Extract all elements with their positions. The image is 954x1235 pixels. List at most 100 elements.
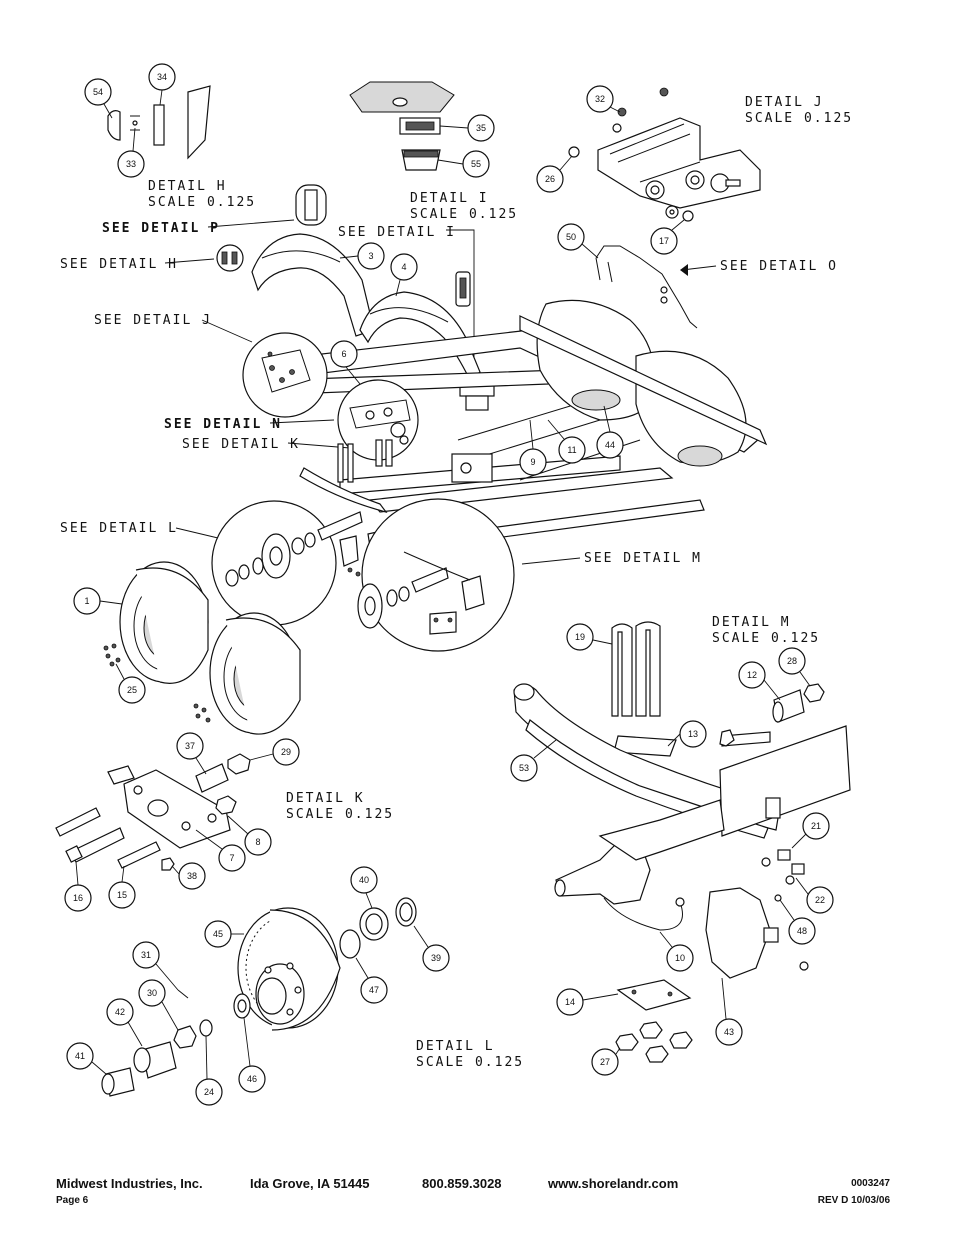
see-detail-m: SEE DETAIL M [584,551,702,566]
balloon-43: 43 [715,977,743,1046]
svg-text:17: 17 [659,236,669,246]
svg-text:45: 45 [213,929,223,939]
svg-text:35: 35 [476,123,486,133]
svg-text:14: 14 [565,997,575,1007]
company-phone: 800.859.3028 [422,1176,502,1191]
front-wheels [103,561,301,735]
page-footer: Midwest Industries, Inc. Ida Grove, IA 5… [56,1172,890,1208]
balloon-22: 22 [795,877,834,914]
balloon-12: 12 [738,661,781,701]
see-detail-callouts: SEE DETAIL P SEE DETAIL H SEE DETAIL I S… [60,184,838,566]
svg-text:41: 41 [75,1051,85,1061]
balloon-3: 3 [339,242,385,270]
detail-k: DETAIL K SCALE 0.125 [55,753,394,871]
company-website: www.shorelandr.com [548,1176,679,1191]
svg-text:21: 21 [811,821,821,831]
svg-text:38: 38 [187,871,197,881]
balloons: 54 34 33 35 55 32 26 17 50 3 4 6 9 11 44… [64,63,834,1106]
company-name: Midwest Industries, Inc. [56,1176,203,1191]
svg-text:55: 55 [471,159,481,169]
balloon-27: 27 [591,1047,621,1076]
detail-l-circle [211,500,389,626]
balloon-16: 16 [64,861,92,912]
svg-text:12: 12 [747,670,757,680]
part-bracket-plate [597,117,761,209]
balloon-46: 46 [238,1017,266,1093]
balloon-9: 9 [519,419,547,476]
svg-text:44: 44 [605,440,615,450]
detail-l-scale: SCALE 0.125 [416,1055,524,1070]
balloon-29: 29 [249,738,300,766]
svg-text:3: 3 [368,251,373,261]
svg-text:31: 31 [141,950,151,960]
see-detail-j: SEE DETAIL J [94,313,212,328]
svg-text:15: 15 [117,890,127,900]
detail-m-title: DETAIL M [712,615,791,630]
balloon-53: 53 [510,739,557,782]
balloon-42: 42 [106,998,143,1047]
detail-j-title: DETAIL J [745,95,824,110]
detail-h: DETAIL H SCALE 0.125 [107,85,256,210]
balloon-30: 30 [138,979,179,1031]
detail-j-scale: SCALE 0.125 [745,111,853,126]
balloon-14: 14 [556,988,619,1016]
balloon-11: 11 [547,419,586,464]
balloon-6: 6 [330,340,361,385]
svg-text:1: 1 [84,596,89,606]
detail-h-scale: SCALE 0.125 [148,195,256,210]
svg-text:28: 28 [787,656,797,666]
svg-text:27: 27 [600,1057,610,1067]
balloon-10: 10 [659,931,694,972]
svg-text:9: 9 [530,457,535,467]
see-detail-l: SEE DETAIL L [60,521,178,536]
svg-text:47: 47 [369,985,379,995]
balloon-44: 44 [596,405,624,459]
see-detail-k: SEE DETAIL K [182,437,300,452]
svg-text:29: 29 [281,747,291,757]
svg-text:43: 43 [724,1027,734,1037]
balloon-4: 4 [390,253,418,297]
see-detail-o: SEE DETAIL O [720,259,838,274]
svg-text:53: 53 [519,763,529,773]
svg-text:50: 50 [566,232,576,242]
page-number: Page 6 [56,1195,89,1206]
balloon-17: 17 [650,219,685,255]
balloon-41: 41 [66,1042,107,1075]
svg-text:42: 42 [115,1007,125,1017]
detail-o-wire [595,245,698,329]
see-detail-i: SEE DETAIL I [338,225,456,240]
detail-m-scale: SCALE 0.125 [712,631,820,646]
part-54-reflector [107,110,121,141]
detail-k-scale: SCALE 0.125 [286,807,394,822]
document-number: 0003247 [851,1178,890,1189]
balloon-25: 25 [115,663,146,704]
balloon-50: 50 [557,223,599,259]
svg-text:8: 8 [255,837,260,847]
svg-text:40: 40 [359,875,369,885]
svg-text:22: 22 [815,895,825,905]
detail-j: DETAIL J SCALE 0.125 [568,87,853,222]
detail-k-title: DETAIL K [286,791,365,806]
detail-i-scale: SCALE 0.125 [410,207,518,222]
svg-text:48: 48 [797,926,807,936]
svg-text:39: 39 [431,953,441,963]
balloon-8: 8 [227,815,272,856]
balloon-55: 55 [437,150,490,178]
balloon-28: 28 [778,647,811,687]
svg-text:34: 34 [157,72,167,82]
svg-text:10: 10 [675,953,685,963]
svg-text:16: 16 [73,893,83,903]
balloon-54: 54 [84,78,113,119]
svg-text:32: 32 [595,94,605,104]
detail-i: DETAIL I SCALE 0.125 [349,81,518,222]
company-city: Ida Grove, IA 51445 [250,1176,370,1191]
balloon-37: 37 [176,732,207,775]
detail-h-title: DETAIL H [148,179,227,194]
svg-text:7: 7 [229,853,234,863]
detail-l: DETAIL L SCALE 0.125 [101,897,524,1097]
balloon-15: 15 [108,865,136,909]
balloon-24: 24 [195,1035,223,1106]
balloon-45: 45 [204,920,244,948]
balloon-21: 21 [791,812,830,849]
